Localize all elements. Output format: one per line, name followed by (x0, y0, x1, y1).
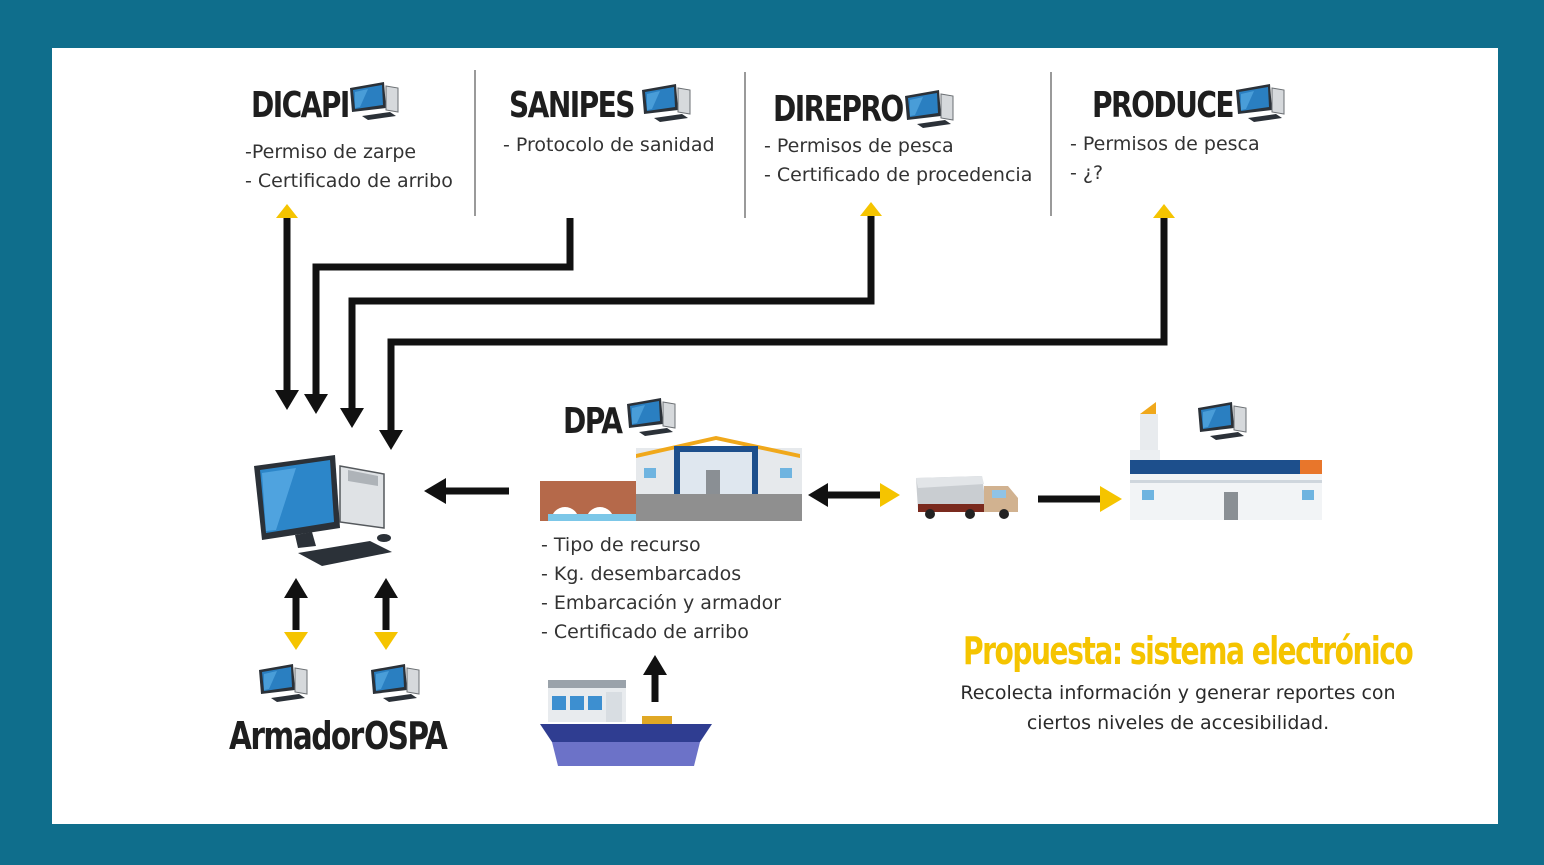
agency-item: - Certificado de procedencia (764, 164, 1033, 186)
dpa-item: - Embarcación y armador (541, 592, 782, 614)
proposal-title: Propuesta: sistema electrónico (963, 629, 1414, 673)
factory-icon (1130, 402, 1322, 520)
agency-title-produce: PRODUCE (1092, 85, 1235, 126)
agency-item: - Certificado de arribo (245, 170, 453, 192)
armador-label: Armador (229, 714, 364, 758)
diagram-panel (52, 48, 1498, 824)
agency-item: - Protocolo de sanidad (503, 134, 715, 156)
central-computer-icon (254, 455, 392, 566)
ospa-label: OSPA (364, 714, 448, 758)
computer-icon (349, 81, 399, 121)
dpa-title: DPA (563, 401, 623, 442)
proposal-description: Recolecta información y generar reportes… (960, 682, 1396, 734)
agency-title-direpro: DIREPRO (773, 89, 904, 130)
agency-items-sanipes: - Protocolo de sanidad (503, 131, 715, 160)
agency-items-dicapi: -Permiso de zarpe - Certificado de arrib… (245, 138, 453, 196)
fishing-boat-icon (540, 680, 712, 766)
computer-icon (1197, 401, 1247, 441)
computer-icon (641, 83, 691, 123)
dpa-item: - Tipo de recurso (541, 534, 701, 556)
agency-title-sanipes: SANIPES (509, 85, 636, 126)
computer-icon (258, 663, 308, 703)
truck-icon (916, 476, 1018, 519)
dpa-items: - Tipo de recurso - Kg. desembarcados - … (541, 531, 781, 647)
computer-icon (370, 663, 420, 703)
computer-icon (1235, 83, 1285, 123)
agency-item: - Permisos de pesca (1070, 133, 1260, 155)
computer-icon (626, 397, 676, 437)
column-divider (1050, 72, 1052, 216)
column-divider (744, 72, 746, 218)
agency-item: - ¿? (1070, 162, 1104, 184)
agency-title-dicapi: DICAPI (251, 85, 350, 126)
agency-item: - Permisos de pesca (764, 135, 954, 157)
dpa-item: - Certificado de arribo (541, 621, 749, 643)
agency-items-produce: - Permisos de pesca - ¿? (1070, 130, 1260, 188)
port-building-icon (540, 436, 802, 521)
column-divider (474, 70, 476, 216)
agency-item: -Permiso de zarpe (245, 141, 417, 163)
computer-icon (904, 89, 954, 129)
dpa-item: - Kg. desembarcados (541, 563, 742, 585)
agency-items-direpro: - Permisos de pesca - Certificado de pro… (764, 132, 1032, 190)
